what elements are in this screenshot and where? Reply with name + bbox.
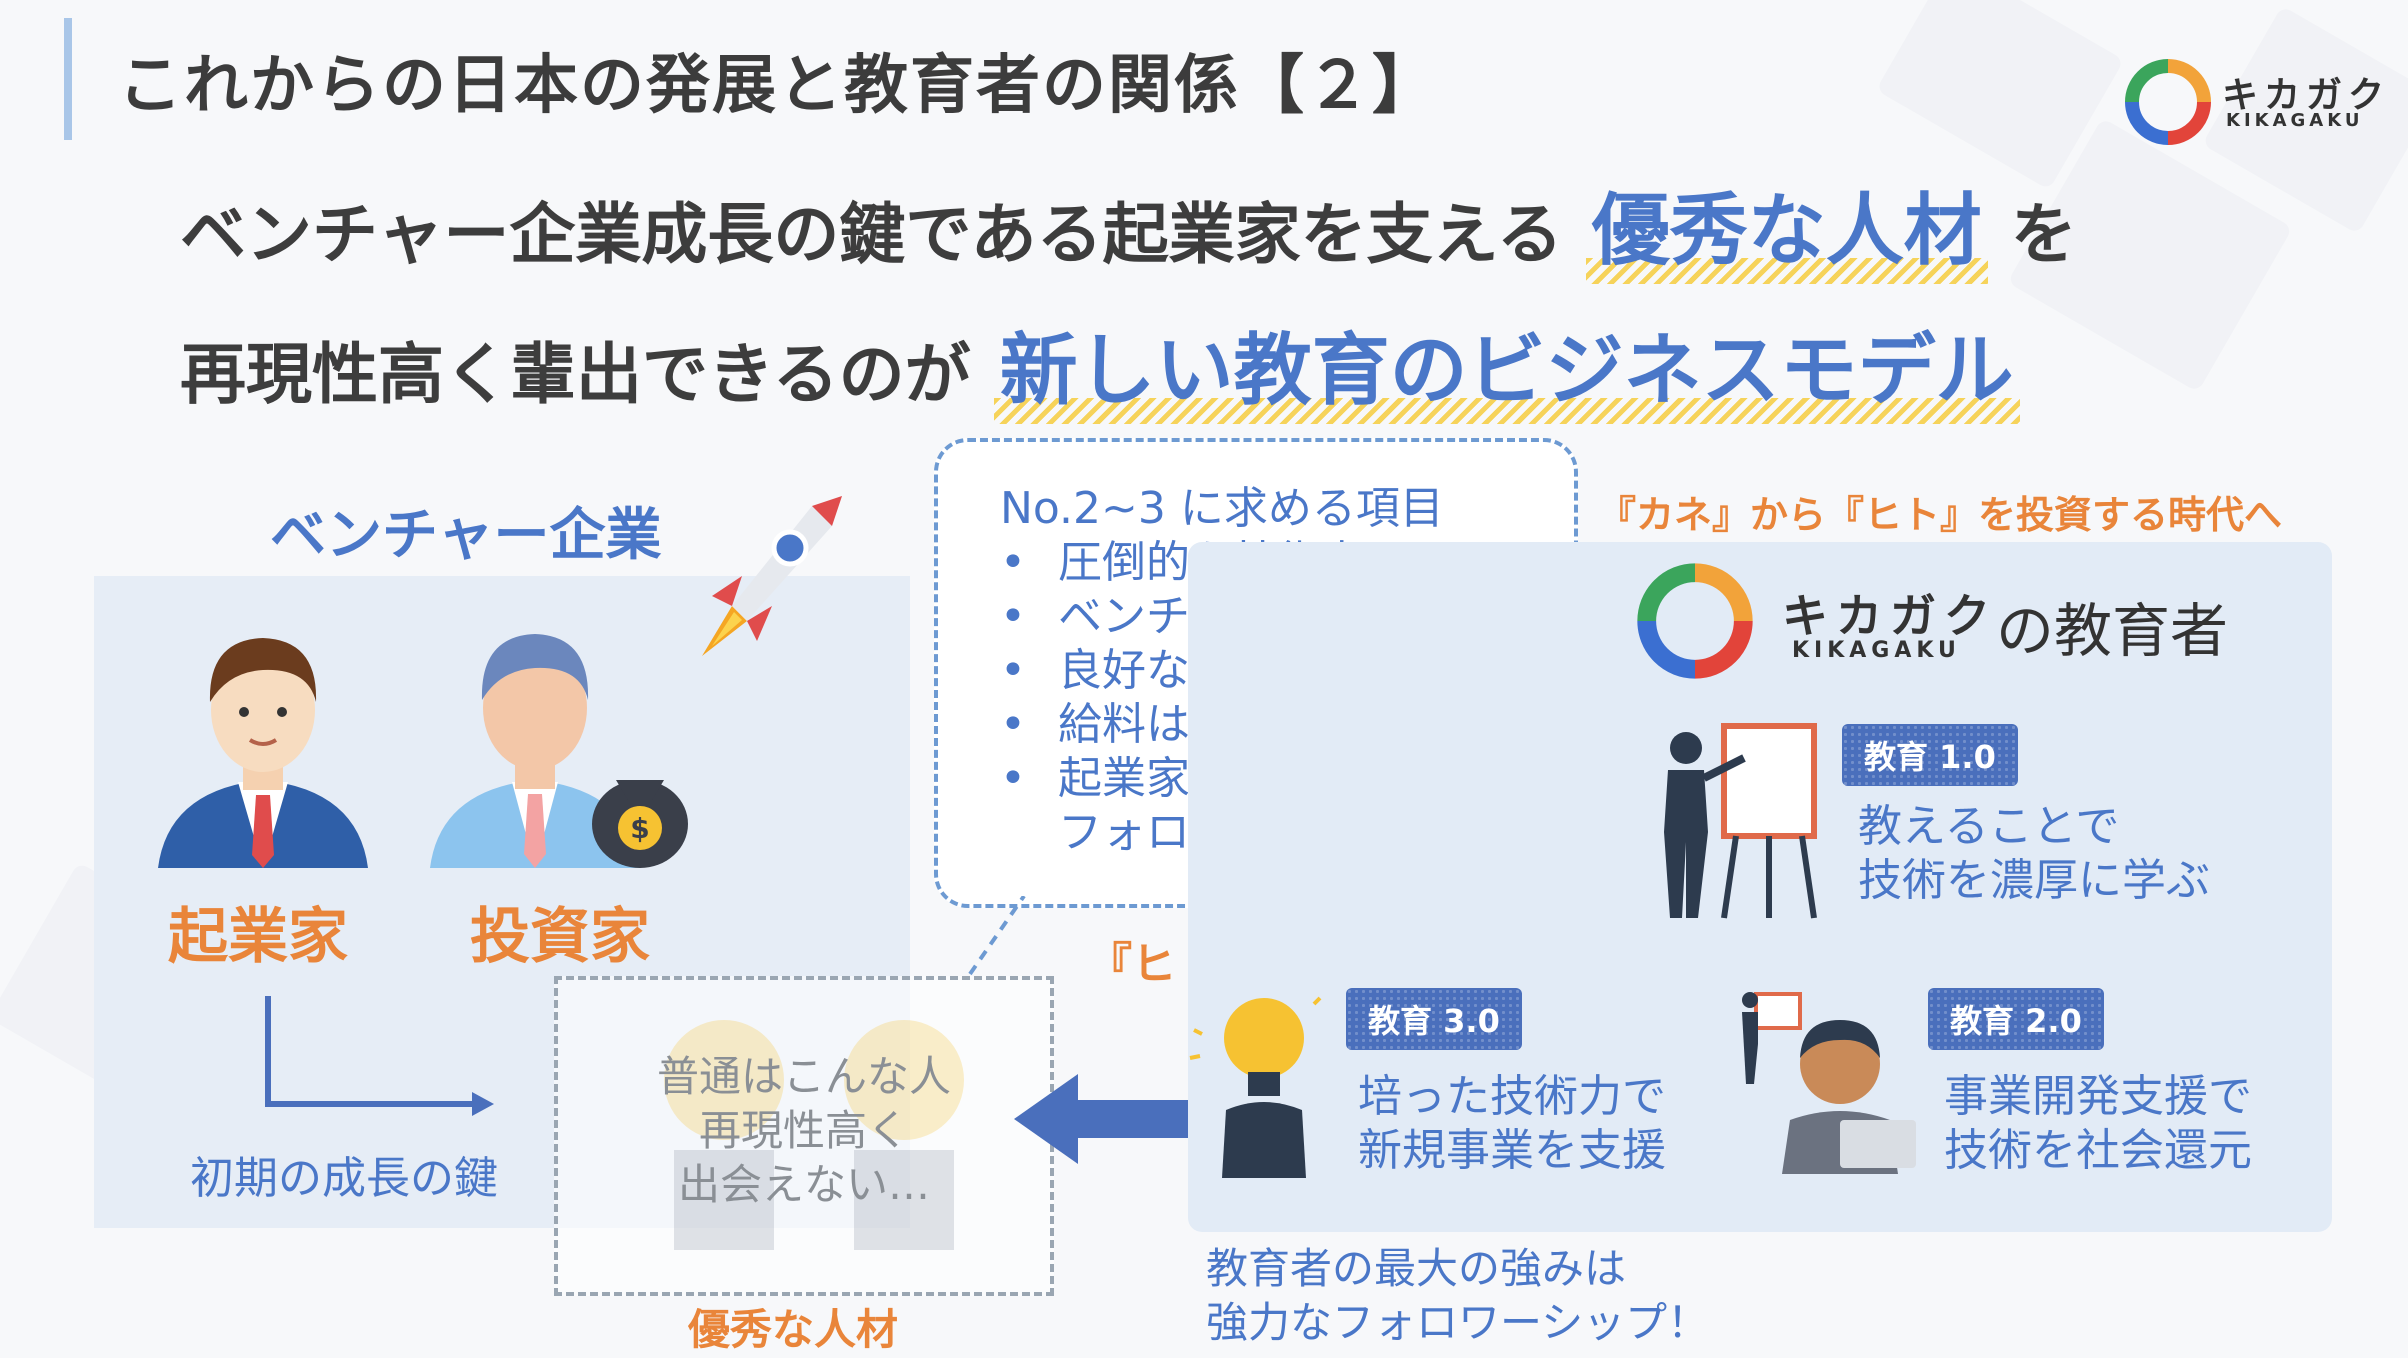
page-title: これからの日本の発展と教育者の関係【２】: [118, 49, 1438, 123]
growth-arrow-icon: [262, 996, 498, 1116]
edu1-badge: 教育 1.0: [1842, 724, 2018, 786]
educator-label: の教育者: [1996, 597, 2229, 665]
headline-line2: 再現性高く輩出できるのが 新しい教育のビジネスモデル: [180, 308, 2020, 424]
brand-name: キカガク: [2222, 75, 2391, 116]
talent-description: 普通はこんな人 再現性高く 出会えない…: [656, 1052, 951, 1209]
title-accent-bar: [64, 18, 72, 140]
bubble-tail: [964, 894, 1044, 976]
investor-label: 投資家: [470, 902, 650, 972]
faded-people-icon: [624, 1000, 1004, 1250]
edu2-badge: 教育 2.0: [1928, 988, 2104, 1050]
developer-laptop-icon: [1736, 984, 1920, 1174]
left-arrow-icon: [1014, 1074, 1190, 1164]
talent-box: [554, 976, 1054, 1296]
headline-line2-pre: 再現性高く輩出できるのが: [180, 336, 971, 413]
footer-note: 教育者の最大の強みは 強力なフォロワーシップ！: [1206, 1244, 1710, 1347]
requirements-heading: No.2~3 に求める項目: [1000, 483, 1444, 534]
educator-brand-name: キカガク: [1782, 589, 1998, 643]
rocket-icon: [672, 486, 852, 666]
headline-line1-pre: ベンチャー企業成長の鍵である起業家を支える: [180, 196, 1563, 273]
headline-highlight-model: 新しい教育のビジネスモデル: [993, 308, 2020, 424]
kikagaku-logo-icon: [2124, 58, 2212, 146]
educator-panel: [1188, 542, 2332, 1232]
era-label: 『カネ』から『ヒト』を投資する時代へ: [1598, 493, 2283, 537]
headline-line1: ベンチャー企業成長の鍵である起業家を支える 優秀な人材 を: [180, 168, 2077, 284]
lightbulb-person-icon: [1186, 994, 1322, 1178]
venture-title: ベンチャー企業: [270, 503, 662, 568]
teacher-whiteboard-icon: [1648, 722, 1824, 922]
entrepreneur-label: 起業家: [168, 902, 348, 972]
educator-brand-sub: KIKAGAKU: [1792, 638, 1961, 663]
growth-key-label: 初期の成長の鍵: [190, 1153, 498, 1204]
svg-text:$: $: [630, 812, 649, 845]
investor-avatar: $: [430, 604, 690, 868]
headline-highlight-talent: 優秀な人材: [1585, 168, 1988, 284]
brand-sub: KIKAGAKU: [2226, 110, 2364, 131]
edu1-text: 教えることで 技術を濃厚に学ぶ: [1858, 801, 2210, 906]
entrepreneur-avatar: [158, 610, 368, 868]
headline-line1-post: を: [2010, 196, 2077, 273]
talent-label: 優秀な人材: [688, 1305, 899, 1354]
edu3-text: 培った技術力で 新規事業を支援: [1358, 1071, 1666, 1176]
edu3-badge: 教育 3.0: [1346, 988, 1522, 1050]
edu2-text: 事業開発支援で 技術を社会還元: [1944, 1071, 2252, 1176]
kikagaku-logo-icon: [1636, 562, 1754, 680]
